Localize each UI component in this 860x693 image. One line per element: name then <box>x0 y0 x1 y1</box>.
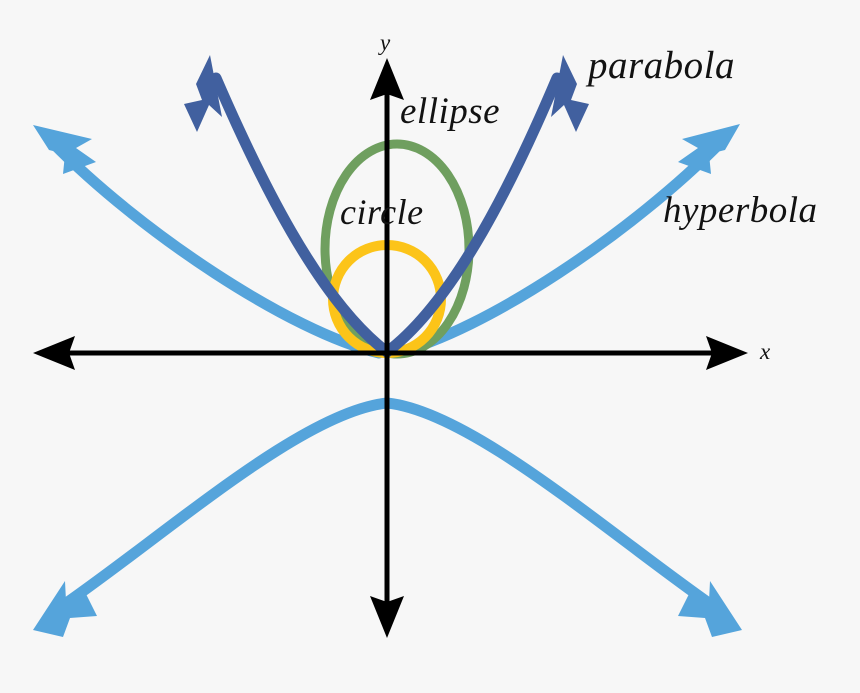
hyperbola-arrowhead-upper-right <box>678 124 740 174</box>
ellipse-label: ellipse <box>400 91 501 132</box>
hyperbola-arrowhead-upper-left <box>33 125 96 174</box>
circle-label: circle <box>340 192 424 232</box>
coordinate-axes <box>33 58 748 638</box>
y-axis-arrowhead-bottom <box>370 596 404 638</box>
parabola-arrowhead-right <box>551 55 589 132</box>
x-axis-arrowhead-right <box>706 336 748 370</box>
y-axis-arrowhead-top <box>370 58 404 100</box>
hyperbola-upper-branch-left <box>46 136 385 359</box>
parabola-arrowhead-left <box>184 55 222 132</box>
x-axis-label: x <box>760 339 771 364</box>
hyperbola-arrowhead-lower-right <box>678 581 742 637</box>
x-axis-arrowhead-left <box>33 336 75 370</box>
y-axis-label: y <box>380 30 391 55</box>
hyperbola-label: hyperbola <box>663 190 818 231</box>
parabola-label: parabola <box>588 44 736 87</box>
hyperbola-arrowhead-lower-left <box>33 581 97 637</box>
